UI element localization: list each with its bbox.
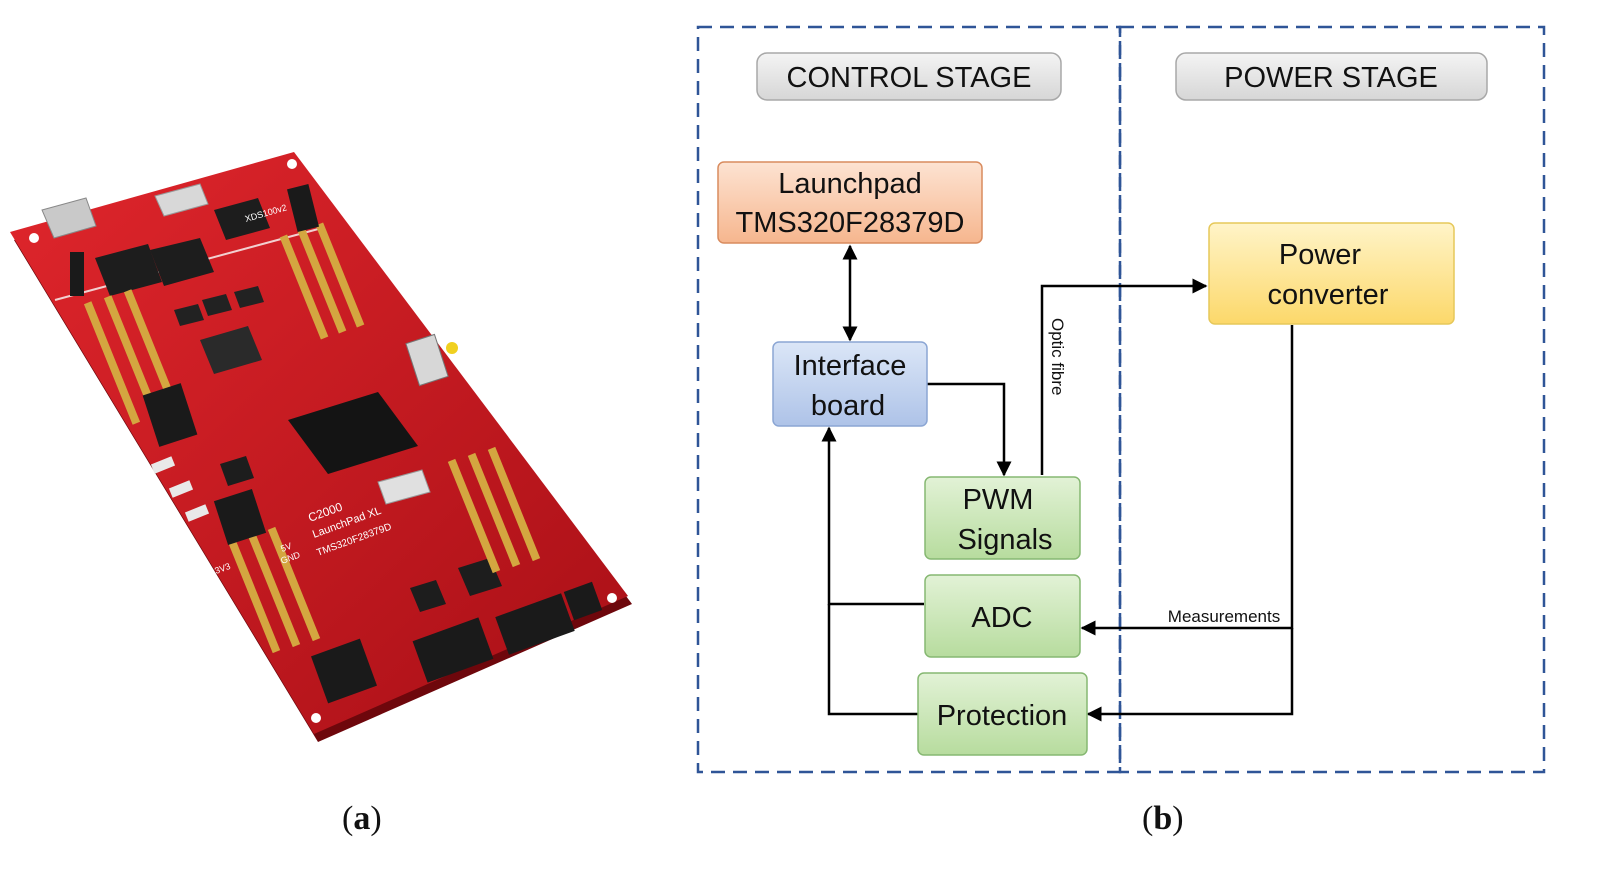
launchpad-label-2: TMS320F28379D (736, 207, 965, 239)
power-label-1: Power (1279, 239, 1362, 271)
dip-switch (200, 326, 262, 374)
power-stage-label: POWER STAGE (1224, 62, 1438, 94)
pwm-label-2: Signals (957, 524, 1052, 556)
launchpad-block (717, 161, 983, 244)
usb-connector (41, 197, 97, 239)
optic-fibre-label: Optic fibre (1048, 318, 1067, 395)
protection-block (917, 672, 1088, 756)
protection-label: Protection (937, 700, 1068, 732)
led-icon (446, 342, 458, 354)
connectors (821, 244, 1294, 722)
power-stage-header (1175, 52, 1488, 101)
interface-pwm-arrow (926, 382, 1012, 477)
control-stage-header (756, 52, 1062, 101)
main-processor-chip (288, 392, 418, 474)
adc-label: ADC (971, 602, 1032, 634)
silkscreen-5v: 5V (279, 541, 293, 554)
power-stage-frame (1118, 25, 1546, 774)
adc-block (924, 574, 1081, 658)
launchpad-board-photo: C2000 LaunchPad XL TMS320F28379D XDS100v… (10, 152, 632, 742)
chip (95, 244, 162, 296)
interface-board-block (772, 341, 928, 427)
interface-label-2: board (811, 390, 885, 422)
power-converter-block (1208, 222, 1455, 325)
pwm-label-1: PWM (963, 484, 1034, 516)
caption-b: (b) (1142, 800, 1184, 837)
measurements-label: Measurements (1168, 607, 1280, 626)
launchpad-label-1: Launchpad (778, 168, 922, 200)
power-label-2: converter (1268, 279, 1389, 311)
interface-label-1: Interface (794, 350, 907, 382)
header-pins (83, 222, 541, 654)
measurements-line (1080, 325, 1294, 636)
chip (214, 198, 270, 240)
adc-interface-line (821, 426, 924, 606)
protection-interface-line (827, 604, 918, 716)
chip (150, 238, 214, 286)
control-stage-label: CONTROL STAGE (787, 62, 1032, 94)
optic-fibre-line (1040, 278, 1208, 475)
pwm-signals-block (924, 476, 1081, 560)
caption-a: (a) (342, 800, 382, 837)
protection-feedback-line (1086, 628, 1294, 722)
